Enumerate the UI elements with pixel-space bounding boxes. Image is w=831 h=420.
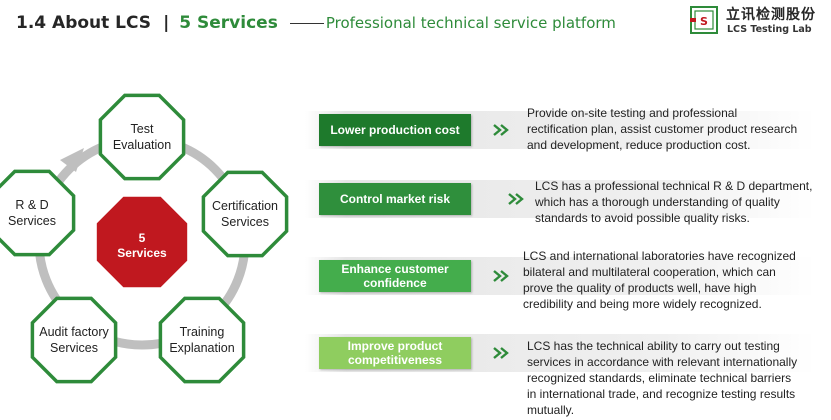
- double-chevron-icon: [493, 270, 509, 282]
- company-logo: S 立讯检测股份 LCS Testing Lab: [690, 4, 826, 38]
- benefit-tag: Control market risk: [319, 183, 471, 215]
- node-label-line: Services: [50, 341, 98, 355]
- octagon-test-evaluation: [98, 93, 186, 181]
- center-label: 5 Services: [102, 231, 182, 261]
- desc-line: standards to avoid possible quality risk…: [535, 211, 750, 225]
- cycle-arrow-head: [60, 148, 84, 172]
- header-separator: |: [163, 13, 170, 33]
- desc-line: bilateral and multilateral cooperation, …: [523, 265, 776, 279]
- node-label-audit-factory-services: Audit factory Services: [31, 324, 117, 356]
- node-label-rd-services: R & D Services: [0, 197, 75, 229]
- desc-line: credibility and being more widely recogn…: [523, 297, 762, 311]
- header-tagline: Professional technical service platform: [325, 14, 616, 32]
- node-label-line: R & D: [15, 198, 49, 212]
- desc-line: which has a thorough understanding of qu…: [535, 195, 780, 209]
- octagon-training: [158, 296, 246, 384]
- benefit-description: LCS and international laboratories have …: [523, 248, 796, 312]
- center-octagon: [94, 194, 190, 290]
- desc-line: prove the quality of products well, have…: [523, 281, 757, 295]
- desc-line: LCS and international laboratories have …: [523, 249, 796, 263]
- desc-line: rectification plan, assist customer prod…: [527, 122, 798, 136]
- logo-english-name: LCS Testing Lab: [727, 24, 812, 35]
- node-label-line: Explanation: [169, 341, 235, 355]
- desc-line: in international trade, and recognize te…: [527, 387, 796, 401]
- lcs-logo-icon: S: [690, 6, 718, 34]
- double-chevron-icon: [508, 193, 524, 205]
- octagon-rd: [0, 169, 76, 257]
- desc-line: services in accordance with relevant int…: [527, 355, 798, 369]
- section-title: 1.4 About LCS: [16, 13, 152, 33]
- svg-text:S: S: [700, 15, 708, 28]
- double-chevron-icon: [493, 347, 509, 359]
- desc-line: and development, reduce production cost.: [527, 138, 751, 152]
- desc-line: Provide on-site testing and professional: [527, 106, 738, 120]
- page-header: 1.4 About LCS | 5 Services Professional …: [16, 10, 616, 36]
- node-label-line: Certification: [212, 199, 278, 213]
- node-label-certification-services: Certification Services: [202, 198, 288, 230]
- desc-line: mutually.: [527, 403, 575, 417]
- node-label-line: Evaluation: [112, 138, 172, 152]
- octagon-certification: [201, 170, 289, 258]
- subsection-title: 5 Services: [179, 13, 278, 33]
- node-label-line: Services: [221, 215, 269, 229]
- services-cycle-diagram: [0, 93, 289, 384]
- service-nodes: [0, 93, 289, 384]
- node-label-line: Test: [130, 122, 154, 136]
- benefit-tag: Lower production cost: [319, 114, 471, 146]
- node-label-line: Training: [179, 325, 225, 339]
- benefit-description: LCS has a professional technical R & D d…: [535, 178, 812, 226]
- benefit-tag: Enhance customer confidence: [319, 260, 471, 292]
- node-label-test-evaluation: Test Evaluation: [99, 121, 185, 153]
- node-label-line: Services: [8, 214, 56, 228]
- logo-chinese-name: 立讯检测股份: [726, 7, 816, 23]
- center-label-line1: 5: [138, 231, 146, 245]
- node-label-training-explanation: Training Explanation: [159, 324, 245, 356]
- octagon-audit-factory: [30, 296, 118, 384]
- desc-line: recognized standards, eliminate technica…: [527, 371, 792, 385]
- benefit-description: Provide on-site testing and professional…: [527, 105, 797, 153]
- desc-line: LCS has a professional technical R & D d…: [535, 179, 813, 193]
- header-dash: [289, 22, 324, 24]
- desc-line: LCS has the technical ability to carry o…: [527, 339, 780, 353]
- node-label-line: Audit factory: [39, 325, 109, 339]
- benefit-tag: Improve product competitiveness: [319, 337, 471, 369]
- benefit-description: LCS has the technical ability to carry o…: [527, 338, 797, 418]
- center-label-line2: Services: [117, 246, 167, 260]
- double-chevron-icon: [493, 124, 509, 136]
